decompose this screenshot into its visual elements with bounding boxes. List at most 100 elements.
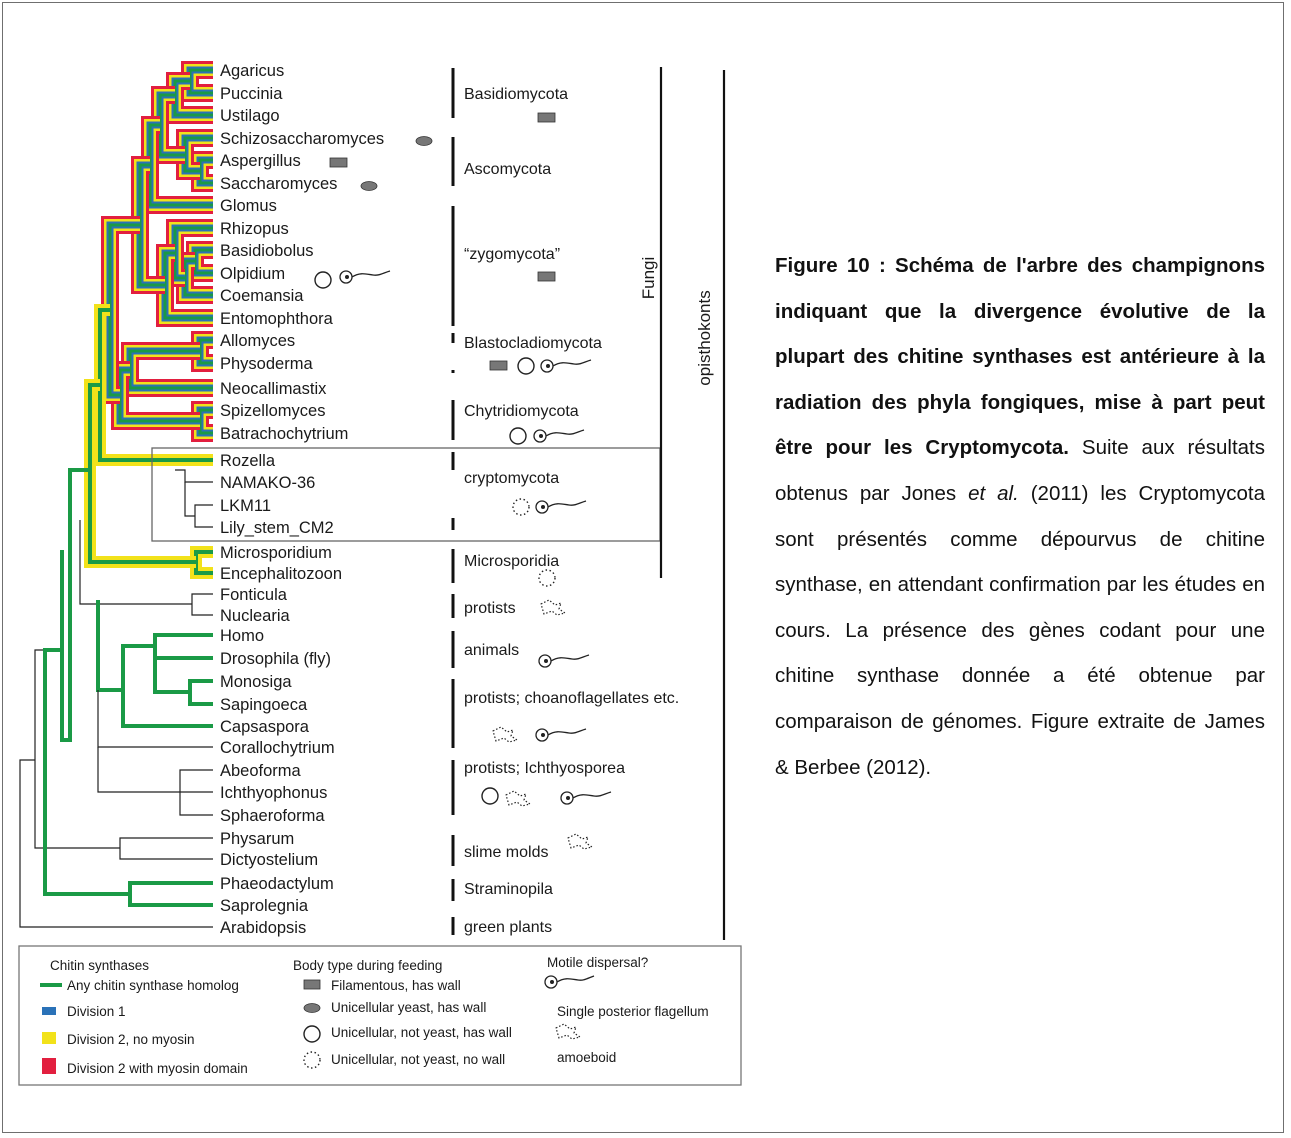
tree-branch [96,600,123,692]
legend-motile-item: amoeboid [557,1050,616,1065]
walled-cell-icon [303,1025,321,1043]
taxon-label: Schizosaccharomyces [220,130,384,148]
amoeboid-icon [567,833,594,850]
tree-branch [19,759,213,928]
legend-box [18,945,742,1086]
caption-text: Suite aux résultats obtenus par Jones [775,436,1266,505]
tree-branch [97,690,213,748]
legend-chitin-item: Any chitin synthase homolog [67,978,239,993]
taxon-label: NAMAKO-36 [220,474,315,492]
tree-branch [190,546,213,579]
yeast-icon [360,181,378,191]
opisthokonts-label: opisthokonts [695,290,714,385]
tree-branch [184,482,195,517]
legend-body-item: Unicellular, not yeast, has wall [331,1025,512,1040]
yeast-icon [303,1003,321,1013]
walled-cell-icon [314,271,332,289]
wall-less-cell-icon [512,498,530,516]
taxon-label: LKM11 [220,497,271,515]
filamentous-icon [537,271,556,282]
tree-branch [153,633,213,660]
flagellum-icon [544,975,595,989]
flagellum-icon [540,359,592,373]
taxon-label: Entomophthora [220,310,334,328]
legend-swatch-blue [42,1007,56,1015]
amoeboid-icon [492,726,519,743]
taxon-label: Abeoforma [220,762,302,780]
legend-motile-title: Motile dispersal? [547,955,648,970]
taxon-label: Physarum [220,830,294,848]
body-type-icons [314,112,612,850]
taxon-label: Microsporidium [220,544,332,562]
walled-cell-icon [509,427,527,445]
taxon-label: Saccharomyces [220,175,337,193]
clade-label: protists [464,600,516,617]
legend-body-title: Body type during feeding [293,958,442,973]
flagellum-icon [538,654,590,668]
taxon-label: Neocallimastix [220,380,327,398]
tree-branch [97,747,180,793]
flagellum-icon [560,791,612,805]
tree-branch [88,383,196,564]
caption-title: Figure 10 : Schéma de l'arbre des champi… [775,254,1265,460]
tree-branch [194,504,213,528]
taxon-label: Physoderma [220,355,313,373]
taxon-label: Aspergillus [220,152,301,170]
clade-label: protists; choanoflagellates etc. [464,690,679,707]
tree-branch [128,881,213,907]
taxon-label: Ichthyophonus [220,784,327,802]
taxon-label: Lily_stem_CM2 [220,519,334,537]
taxon-label: Drosophila (fly) [220,650,331,668]
clade-label: animals [464,642,519,659]
taxon-label: Coemansia [220,287,304,305]
clade-label: Basidiomycota [464,86,568,103]
yeast-icon [415,136,433,146]
legend: Chitin synthases Any chitin synthase hom… [18,945,742,1086]
legend-body-item: Unicellular yeast, has wall [331,1000,486,1015]
flagellum-icon [339,270,391,284]
tree-branch [186,66,213,97]
taxon-label: Batrachochytrium [220,425,348,443]
flagellum-icon [533,429,585,443]
wall-less-cell-icon [538,569,556,587]
walled-cell-icon [517,357,535,375]
clade-label: Blastocladiomycota [464,335,602,352]
walled-cell-icon [481,787,499,805]
legend-swatch-red [42,1058,56,1074]
taxon-label: Rhizopus [220,220,289,238]
clade-label: Chytridiomycota [464,403,579,420]
taxon-labels: AgaricusPucciniaUstilagoSchizosaccharomy… [220,62,384,937]
taxon-label: Fonticula [220,586,288,604]
taxon-label: Puccinia [220,85,283,103]
clade-label: Microsporidia [464,553,559,570]
amoeboid-icon [540,599,567,616]
clade-label: Straminopila [464,881,553,898]
clade-label: cryptomycota [464,470,559,487]
taxon-label: Glomus [220,197,277,215]
legend-chitin-item: Division 1 [67,1004,126,1019]
taxon-label: Spizellomyces [220,402,325,420]
taxon-label: Dictyostelium [220,851,318,869]
fungi-label: Fungi [639,257,658,300]
legend-chitin-item: Division 2, no myosin [67,1032,195,1047]
legend-swatch-yellow [42,1032,56,1044]
taxon-label: Arabidopsis [220,919,306,937]
tree-branch [119,837,213,860]
caption-text: (2011) les Cryptomycota sont présentés c… [775,481,1265,779]
flagellum-icon [535,728,587,742]
filamentous-icon [489,360,508,371]
caption-italic: et al. [968,481,1019,505]
clade-labels: BasidiomycotaAscomycota“zygomycota”Blast… [451,68,679,936]
clade-label: protists; Ichthyosporea [464,760,625,777]
tree-branch [79,520,192,605]
wall-less-cell-icon [303,1051,321,1069]
clade-label: slime molds [464,844,548,861]
taxon-label: Homo [220,627,264,645]
taxon-label: Basidiobolus [220,242,314,260]
taxon-label: Phaeodactylum [220,875,334,893]
tree-branch [188,679,213,706]
filamentous-icon [303,979,321,990]
taxon-label: Olpidium [220,265,285,283]
taxon-label: Agaricus [220,62,284,80]
taxon-label: Sphaeroforma [220,807,325,825]
